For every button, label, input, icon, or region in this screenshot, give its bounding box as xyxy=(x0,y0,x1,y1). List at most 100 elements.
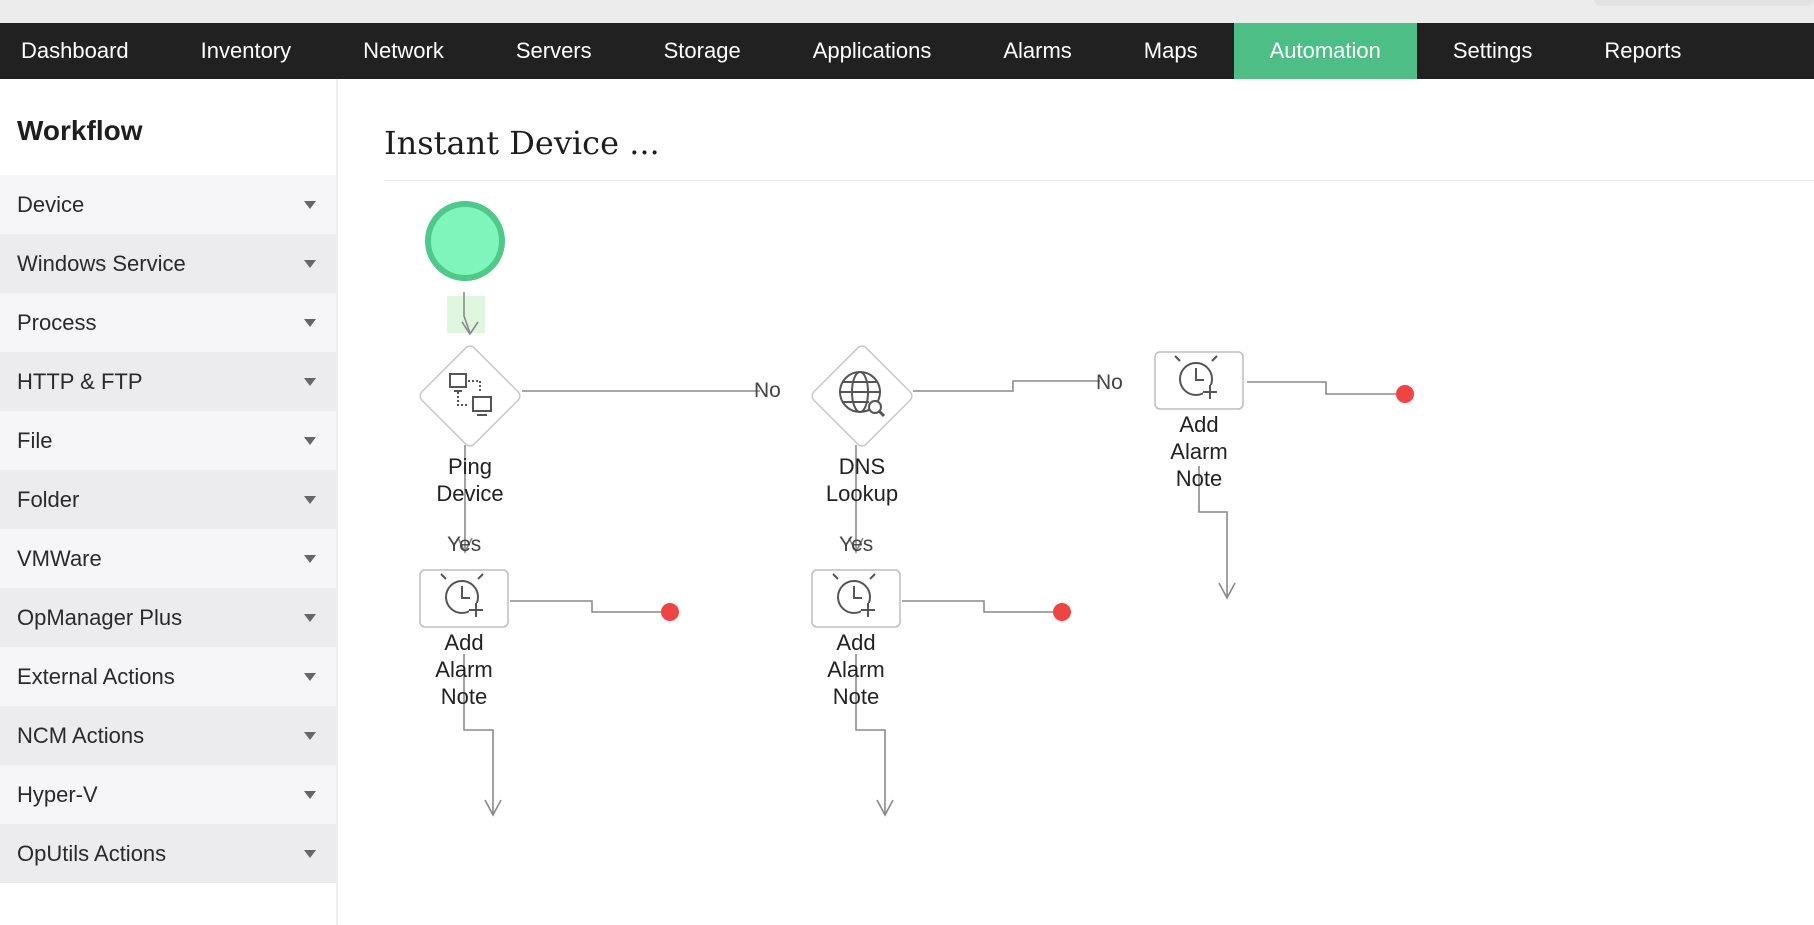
alarm-label-line2: Alarm xyxy=(827,657,885,682)
ping-no-label: No xyxy=(754,379,781,402)
end-node[interactable] xyxy=(661,603,679,621)
nav-inventory[interactable]: Inventory xyxy=(200,38,292,63)
caret-down-icon xyxy=(304,555,316,563)
alarm-label-line2: Alarm xyxy=(1170,439,1228,464)
workflow-sidebar: Workflow Device Windows Service Process … xyxy=(0,79,338,925)
nav-settings[interactable]: Settings xyxy=(1452,38,1533,63)
sidebar-item-label: Device xyxy=(17,192,85,217)
dns-alarm-out-arrow-head xyxy=(876,799,894,817)
ping-yes-arrow-head xyxy=(457,537,473,554)
globe-search-icon xyxy=(839,371,886,418)
caret-down-icon xyxy=(304,201,316,209)
alarm-label-line3: Note xyxy=(1175,466,1223,491)
caret-down-icon xyxy=(304,850,316,858)
sidebar-item-label: Windows Service xyxy=(17,251,186,276)
sidebar-item-opmanager-plus[interactable]: OpManager Plus xyxy=(0,588,336,647)
caret-down-icon xyxy=(304,319,316,327)
sidebar-item-ncm-actions[interactable]: NCM Actions xyxy=(0,706,336,765)
caret-down-icon xyxy=(304,614,316,622)
sidebar-item-oputils-actions[interactable]: OpUtils Actions xyxy=(0,824,336,883)
browser-top-strip xyxy=(0,0,1814,23)
sidebar-item-device[interactable]: Device xyxy=(0,175,336,234)
alarm-note-label-ping-yes: Add Alarm Note xyxy=(404,629,524,710)
nav-servers[interactable]: Servers xyxy=(515,38,592,63)
top-navigation: Dashboard Inventory Network Servers Stor… xyxy=(0,23,1814,79)
alarm-note-node-dns-yes[interactable] xyxy=(811,569,901,628)
sidebar-item-file[interactable]: File xyxy=(0,411,336,470)
ping-label-line2: Device xyxy=(436,481,504,506)
sidebar-item-label: HTTP & FTP xyxy=(17,369,143,394)
alarm-label-line2: Alarm xyxy=(435,657,493,682)
top-alarm-out-arrow-head xyxy=(1218,582,1236,600)
nav-storage[interactable]: Storage xyxy=(663,38,741,63)
dns-no-connector[interactable] xyxy=(913,380,1100,392)
ping-device-icon xyxy=(449,373,492,416)
end-node[interactable] xyxy=(1053,603,1071,621)
sidebar-item-label: VMWare xyxy=(17,546,102,571)
nav-applications[interactable]: Applications xyxy=(812,38,932,63)
nav-network[interactable]: Network xyxy=(363,38,444,63)
dns-label-line1: DNS xyxy=(838,454,886,479)
ping-alarm-out-connector[interactable] xyxy=(463,654,494,814)
page-title: Instant Device ... xyxy=(384,124,660,162)
sidebar-item-http-ftp[interactable]: HTTP & FTP xyxy=(0,352,336,411)
alarm-label-line1: Add xyxy=(1179,412,1219,437)
sidebar-item-label: Folder xyxy=(17,487,80,512)
sidebar-item-label: File xyxy=(17,428,53,453)
dns-alarm-end-connector xyxy=(902,600,1062,613)
sidebar-item-hyper-v[interactable]: Hyper-V xyxy=(0,765,336,824)
alarm-note-node-ping-yes[interactable] xyxy=(419,569,509,628)
caret-down-icon xyxy=(304,378,316,386)
alarm-clock-plus-icon xyxy=(440,573,484,617)
dns-lookup-label: DNS Lookup xyxy=(802,453,922,507)
top-alarm-end-connector xyxy=(1247,381,1405,395)
sidebar-item-vmware[interactable]: VMWare xyxy=(0,529,336,588)
caret-down-icon xyxy=(304,496,316,504)
sidebar-item-label: Process xyxy=(17,310,97,335)
sidebar-list: Device Windows Service Process HTTP & FT… xyxy=(0,175,336,883)
nav-maps[interactable]: Maps xyxy=(1143,38,1198,63)
caret-down-icon xyxy=(304,732,316,740)
top-alarm-out-connector[interactable] xyxy=(1198,466,1228,597)
dns-alarm-out-connector[interactable] xyxy=(855,654,886,814)
sidebar-item-label: NCM Actions xyxy=(17,723,145,748)
sidebar-item-folder[interactable]: Folder xyxy=(0,470,336,529)
title-divider xyxy=(384,180,1814,181)
sidebar-item-label: OpManager Plus xyxy=(17,605,183,630)
ping-yes-label: Yes xyxy=(447,533,482,556)
ping-alarm-end-connector xyxy=(510,600,670,613)
ping-alarm-out-arrow-head xyxy=(484,799,502,817)
sidebar-title: Workflow xyxy=(17,115,143,146)
ping-device-node[interactable] xyxy=(418,344,523,449)
dns-yes-arrow-head xyxy=(848,537,864,554)
sidebar-item-label: Hyper-V xyxy=(17,782,98,807)
sidebar-item-process[interactable]: Process xyxy=(0,293,336,352)
alarm-note-label-dns-yes: Add Alarm Note xyxy=(796,629,916,710)
dns-no-label: No xyxy=(1096,371,1123,394)
connector-lines xyxy=(447,292,1405,817)
caret-down-icon xyxy=(304,791,316,799)
nav-alarms[interactable]: Alarms xyxy=(1003,38,1072,63)
start-to-ping-connector xyxy=(463,292,471,334)
sidebar-item-label: OpUtils Actions xyxy=(17,841,167,866)
ping-label-line1: Ping xyxy=(447,454,493,479)
browser-address-pill xyxy=(1594,0,1814,6)
dns-lookup-node[interactable] xyxy=(810,344,915,449)
sidebar-item-external-actions[interactable]: External Actions xyxy=(0,647,336,706)
alarm-note-label-top: Add Alarm Note xyxy=(1139,411,1259,492)
alarm-label-line3: Note xyxy=(440,684,488,709)
nav-dashboard[interactable]: Dashboard xyxy=(21,38,129,63)
alarm-clock-plus-icon xyxy=(832,573,876,617)
sidebar-item-windows-service[interactable]: Windows Service xyxy=(0,234,336,293)
dns-yes-label: Yes xyxy=(839,533,874,556)
alarm-note-node-top[interactable] xyxy=(1154,351,1244,410)
end-node[interactable] xyxy=(1396,385,1414,403)
start-node[interactable] xyxy=(425,201,505,281)
alarm-label-line1: Add xyxy=(444,630,484,655)
nav-automation[interactable]: Automation xyxy=(1233,23,1417,79)
nav-reports[interactable]: Reports xyxy=(1604,38,1682,63)
alarm-clock-plus-icon xyxy=(1174,355,1218,399)
caret-down-icon xyxy=(304,673,316,681)
dns-label-line2: Lookup xyxy=(825,481,899,506)
